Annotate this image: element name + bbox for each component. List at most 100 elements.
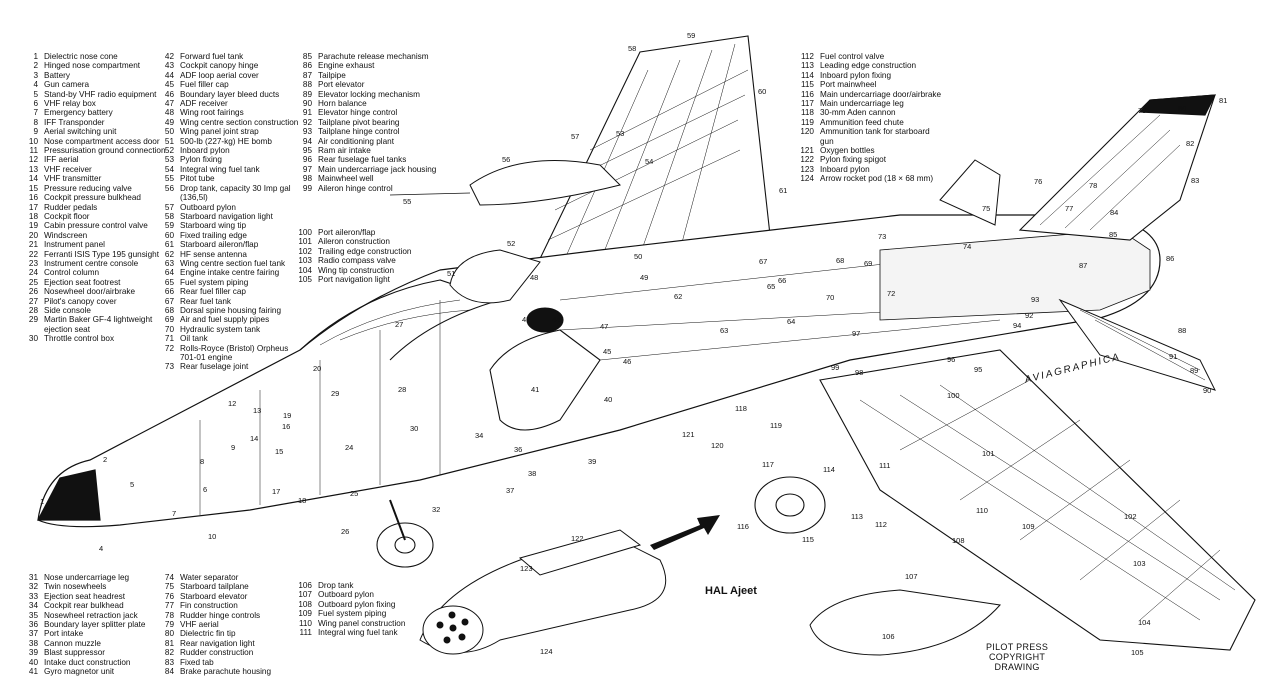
key-item-number: 85 xyxy=(302,52,312,61)
callout-number: 64 xyxy=(787,317,796,326)
key-item-label: Wing centre section fuel tank xyxy=(180,258,286,268)
copyright-line: COPYRIGHT xyxy=(988,652,1046,662)
callout-number: 44 xyxy=(552,315,561,324)
key-item-number: 104 xyxy=(298,265,312,275)
key-item-label: Fixed tab xyxy=(180,657,214,667)
key-item-number: 38 xyxy=(28,638,38,648)
key-item-number: 99 xyxy=(302,183,312,193)
key-item-number: 44 xyxy=(164,70,174,80)
key-item: 36 Boundary layer splitter plate xyxy=(16,620,166,629)
intake xyxy=(489,307,601,431)
key-item-label: Air conditioning plant xyxy=(318,136,395,146)
callout-number: 5 xyxy=(130,480,135,489)
callout-number: 32 xyxy=(432,505,441,514)
key-item-number: 61 xyxy=(164,240,174,250)
key-item-number: 111 xyxy=(299,628,312,638)
key-item-label: Blast suppressor xyxy=(44,648,105,658)
key-item-number: 123 xyxy=(800,164,814,174)
key-item-number: 36 xyxy=(28,620,38,630)
key-item-label: Trailing edge construction xyxy=(318,246,412,256)
starboard-tailplane xyxy=(939,159,1001,226)
key-item-number: 73 xyxy=(164,362,174,372)
callout-number: 29 xyxy=(331,389,340,398)
key-item-label: Nosewheel door/airbrake xyxy=(44,287,136,297)
callout-number: 91 xyxy=(1169,352,1178,361)
callout-number: 105 xyxy=(1131,648,1144,657)
key-item-number: 22 xyxy=(28,249,38,259)
callout-number: 1 xyxy=(40,497,45,506)
callout-number: 66 xyxy=(778,276,787,285)
key-item-number: 58 xyxy=(164,211,174,221)
rocket-pod xyxy=(419,529,667,655)
key-item-number: 54 xyxy=(164,164,174,174)
key-item-label: Integral wing fuel tank xyxy=(318,628,398,638)
callout-number: 34 xyxy=(475,431,484,440)
key-item-label: Boundary layer splitter plate xyxy=(44,620,146,630)
key-item-number: 116 xyxy=(800,89,814,99)
key-item-number: 43 xyxy=(164,61,174,71)
key-item-label: IFF Transponder xyxy=(44,117,105,127)
callout-number: 4 xyxy=(99,544,104,553)
key-item-number: 5 xyxy=(33,89,38,99)
callout-number: 111 xyxy=(879,461,891,470)
key-item-number: 122 xyxy=(800,155,814,165)
key-item-label: Cockpit canopy hinge xyxy=(180,61,259,71)
key-item-number: 40 xyxy=(28,657,38,667)
key-item-number: 81 xyxy=(164,638,174,648)
key-item-number: 53 xyxy=(164,155,174,165)
key-item-label: Leading edge construction xyxy=(820,61,917,71)
callout-number: 122 xyxy=(571,534,584,543)
key-item-label: Forward fuel tank xyxy=(180,52,244,61)
key-item-number: 48 xyxy=(164,108,174,118)
key-item-number: 98 xyxy=(302,174,312,184)
key-item-label: ADF receiver xyxy=(180,99,228,109)
key-item-number: 100 xyxy=(298,228,312,237)
callout-number: 2 xyxy=(103,455,108,464)
key-item-number: 7 xyxy=(33,108,38,118)
callout-number: 15 xyxy=(275,447,284,456)
key-item-number: 8 xyxy=(33,117,38,127)
key-item-number: 63 xyxy=(164,258,174,268)
key-item-label: Dorsal spine housing fairing xyxy=(180,305,282,315)
callout-number: 18 xyxy=(298,496,307,505)
key-item-number: 20 xyxy=(28,230,38,240)
key-item-label: Cockpit pressure bulkhead xyxy=(44,193,141,203)
callout-number: 106 xyxy=(882,632,895,641)
key-item-label: Elevator hinge control xyxy=(318,108,398,118)
callout-number: 121 xyxy=(682,430,695,439)
callout-number: 112 xyxy=(875,520,887,529)
